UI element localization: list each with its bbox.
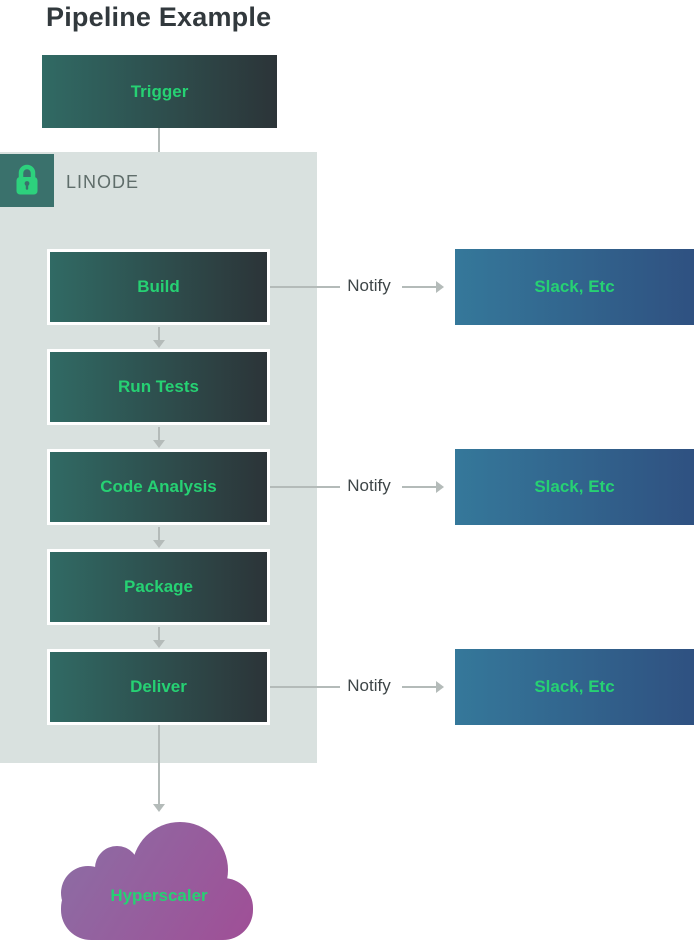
page-title: Pipeline Example — [46, 2, 272, 32]
arrow-build-to-runtests — [153, 327, 165, 348]
arrowhead-down-icon — [153, 440, 165, 448]
arrow-deliver-to-hyperscaler — [153, 725, 165, 812]
notify-row-build: Notify Slack, Etc — [0, 249, 694, 325]
arrowhead-down-icon — [153, 804, 165, 812]
arrow-notify-to-slack — [402, 681, 444, 693]
notify-label: Notify — [347, 276, 391, 295]
arrowhead-right-icon — [436, 481, 444, 493]
notify-row-code-analysis: Notify Slack, Etc — [0, 449, 694, 525]
slack-label: Slack, Etc — [534, 277, 615, 296]
notify-label: Notify — [347, 676, 391, 695]
stage-label: Package — [124, 577, 193, 596]
slack-box: Slack, Etc — [455, 249, 694, 325]
hyperscaler-label: Hyperscaler — [110, 886, 208, 905]
stage-label: Build — [137, 277, 180, 296]
linode-label: LINODE — [66, 172, 140, 192]
slack-box: Slack, Etc — [455, 649, 694, 725]
stage-box-run-tests: Run Tests — [47, 349, 270, 425]
arrowhead-down-icon — [153, 340, 165, 348]
stage-box-deliver: Deliver — [47, 649, 270, 725]
stage-box-build: Build — [47, 249, 270, 325]
lock-icon — [16, 164, 38, 194]
notify-row-deliver: Notify Slack, Etc — [0, 649, 694, 725]
trigger-label: Trigger — [130, 81, 189, 101]
arrow-codeanalysis-to-package — [153, 527, 165, 548]
lock-badge — [0, 154, 54, 207]
stage-label: Code Analysis — [100, 477, 217, 496]
cloud-icon — [61, 822, 253, 940]
arrowhead-right-icon — [436, 281, 444, 293]
arrowhead-down-icon — [153, 640, 165, 648]
slack-label: Slack, Etc — [534, 477, 615, 496]
stage-box-package: Package — [47, 549, 270, 625]
slack-label: Slack, Etc — [534, 677, 615, 696]
slack-box: Slack, Etc — [455, 449, 694, 525]
connector-line — [270, 686, 340, 688]
connector-line — [270, 286, 340, 288]
notify-label: Notify — [347, 476, 391, 495]
stage-box-code-analysis: Code Analysis — [47, 449, 270, 525]
arrow-notify-to-slack — [402, 281, 444, 293]
stage-label: Run Tests — [118, 377, 199, 396]
arrow-notify-to-slack — [402, 481, 444, 493]
arrowhead-down-icon — [153, 540, 165, 548]
arrowhead-right-icon — [436, 681, 444, 693]
trigger-box: Trigger — [42, 55, 277, 128]
arrow-package-to-deliver — [153, 627, 165, 648]
arrow-runtests-to-codeanalysis — [153, 427, 165, 448]
stage-label: Deliver — [130, 677, 187, 696]
connector-line — [270, 486, 340, 488]
hyperscaler-cloud — [60, 820, 258, 942]
